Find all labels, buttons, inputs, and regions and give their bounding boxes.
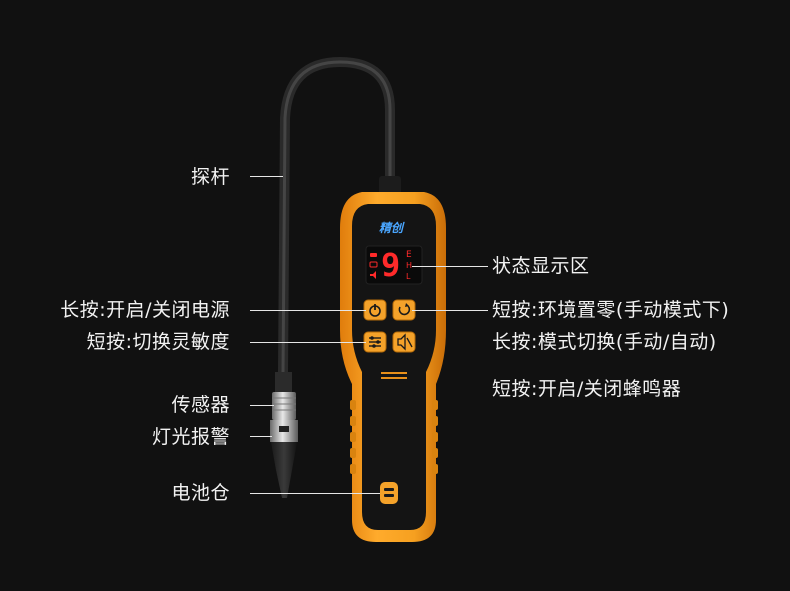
label-battery: 电池仓 bbox=[171, 482, 230, 504]
leader-sensitivity bbox=[250, 342, 366, 343]
leader-power bbox=[250, 310, 366, 311]
label-zero-short: 短按:环境置零(手动模式下) bbox=[492, 299, 730, 321]
sensitivity-button[interactable] bbox=[363, 331, 387, 353]
label-light-alarm: 灯光报警 bbox=[151, 426, 230, 448]
label-power: 长按:开启/关闭电源 bbox=[60, 299, 230, 321]
label-sensitivity: 短按:切换灵敏度 bbox=[86, 331, 230, 353]
face-plate bbox=[352, 204, 436, 530]
leader-display bbox=[412, 266, 488, 267]
label-probe: 探杆 bbox=[190, 166, 230, 188]
display-indicators bbox=[369, 253, 378, 279]
leader-sensor bbox=[250, 405, 274, 406]
leader-battery bbox=[250, 493, 380, 494]
display-mark-h: H bbox=[406, 261, 413, 270]
display-mark-e: E bbox=[406, 250, 412, 260]
brand-logo: 精创 bbox=[379, 221, 404, 235]
leader-light-alarm bbox=[250, 436, 272, 437]
display-mark-l: L bbox=[406, 272, 411, 281]
status-display bbox=[365, 245, 423, 285]
display-digit: 9 bbox=[381, 246, 401, 284]
leader-probe bbox=[250, 176, 283, 177]
label-mode-long: 长按:模式切换(手动/自动) bbox=[492, 331, 717, 353]
battery-door-icon[interactable] bbox=[380, 482, 398, 504]
label-buzzer-short: 短按:开启/关闭蜂鸣器 bbox=[492, 378, 682, 400]
label-sensor: 传感器 bbox=[171, 394, 230, 416]
leader-zero bbox=[412, 310, 488, 311]
power-button[interactable] bbox=[363, 299, 387, 321]
buzzer-button[interactable] bbox=[392, 331, 416, 353]
label-display-area: 状态显示区 bbox=[492, 255, 590, 277]
sensor-head bbox=[270, 372, 298, 498]
